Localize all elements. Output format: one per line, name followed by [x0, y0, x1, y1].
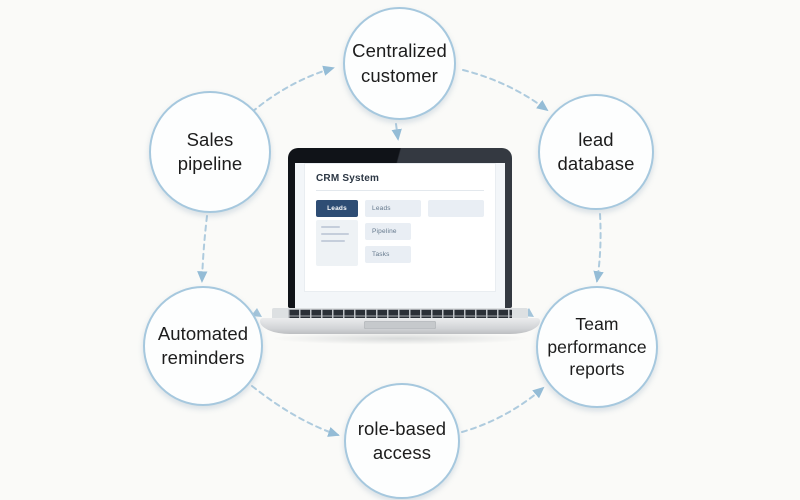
- node-team-performance-reports: Team performance reports: [536, 286, 658, 408]
- laptop-shadow: [266, 332, 534, 345]
- crm-window: CRM System Leads Leads: [304, 163, 496, 292]
- laptop-trackpad: [364, 321, 436, 329]
- crm-tasks-button: Tasks: [365, 246, 411, 263]
- arrow-centralized-to-laptop: [391, 123, 402, 141]
- arrow-role-to-team: [461, 386, 545, 433]
- node-label: Team: [575, 313, 619, 334]
- node-role-based-access: role-based access: [344, 383, 460, 499]
- crm-pipeline-button: Pipeline: [365, 223, 411, 240]
- node-label: Automated: [157, 322, 249, 344]
- crm-app-title: CRM System: [316, 173, 380, 184]
- node-label: Centralized: [352, 40, 447, 62]
- sidebar-placeholder-line: [321, 240, 345, 242]
- crm-sidebar-leads-button: Leads: [316, 200, 358, 217]
- node-label: performance: [547, 336, 647, 357]
- laptop-display: CRM System Leads Leads: [295, 163, 505, 308]
- node-label: customer: [361, 64, 438, 86]
- arrow-sales-to-centralized: [251, 65, 335, 113]
- crm-sidebar: Leads: [316, 200, 358, 266]
- node-label: Sales: [186, 128, 234, 150]
- node-label: lead: [578, 128, 614, 150]
- node-sales-pipeline: Sales pipeline: [149, 91, 271, 213]
- crm-empty-panel: [428, 200, 484, 217]
- node-label: pipeline: [177, 153, 243, 174]
- arrow-automated-to-role: [251, 385, 340, 437]
- laptop-base: [260, 318, 540, 334]
- crm-main-area: Leads Pipeline Tasks: [365, 200, 484, 266]
- node-label: role-based: [357, 417, 447, 439]
- sidebar-placeholder-line: [321, 233, 350, 235]
- crm-title-divider: [316, 190, 484, 191]
- laptop-illustration: CRM System Leads Leads: [260, 146, 540, 346]
- laptop-screen: CRM System Leads Leads: [288, 148, 512, 308]
- node-label: access: [372, 442, 432, 463]
- node-label: database: [557, 153, 635, 174]
- crm-leads-button: Leads: [365, 200, 421, 217]
- node-label: reminders: [161, 347, 245, 368]
- arrow-sales-to-automated: [197, 215, 208, 283]
- node-lead-database: lead database: [538, 94, 654, 210]
- node-label: reports: [569, 359, 625, 380]
- arrow-lead-to-team: [593, 213, 604, 283]
- node-automated-reminders: Automated reminders: [143, 286, 263, 406]
- crm-sidebar-menu: [316, 220, 358, 266]
- node-centralized-customer: Centralized customer: [343, 7, 456, 120]
- sidebar-placeholder-line: [321, 226, 341, 228]
- arrow-centralized-to-lead: [462, 69, 549, 112]
